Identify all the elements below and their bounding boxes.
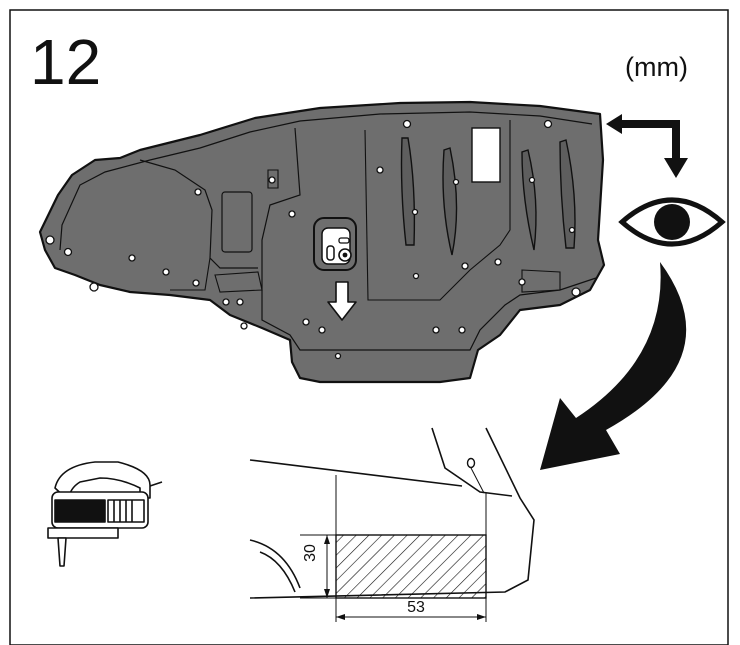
down-arrow-icon bbox=[327, 281, 357, 321]
unit-label: (mm) bbox=[625, 52, 688, 82]
eye-icon bbox=[618, 197, 726, 247]
cutout-area bbox=[335, 534, 487, 599]
curved-arrow-icon bbox=[540, 262, 687, 470]
label-sticker bbox=[471, 127, 501, 183]
step-number: 12 bbox=[30, 26, 102, 98]
engine-undercover bbox=[38, 100, 606, 384]
panel-border bbox=[9, 9, 729, 645]
width-dimension-label: 53 bbox=[407, 599, 425, 616]
elbow-arrow-icon bbox=[606, 114, 688, 178]
cutout-detail-drawing bbox=[249, 427, 535, 622]
jigsaw-icon bbox=[47, 461, 163, 567]
height-dimension-label: 30 bbox=[301, 544, 319, 562]
